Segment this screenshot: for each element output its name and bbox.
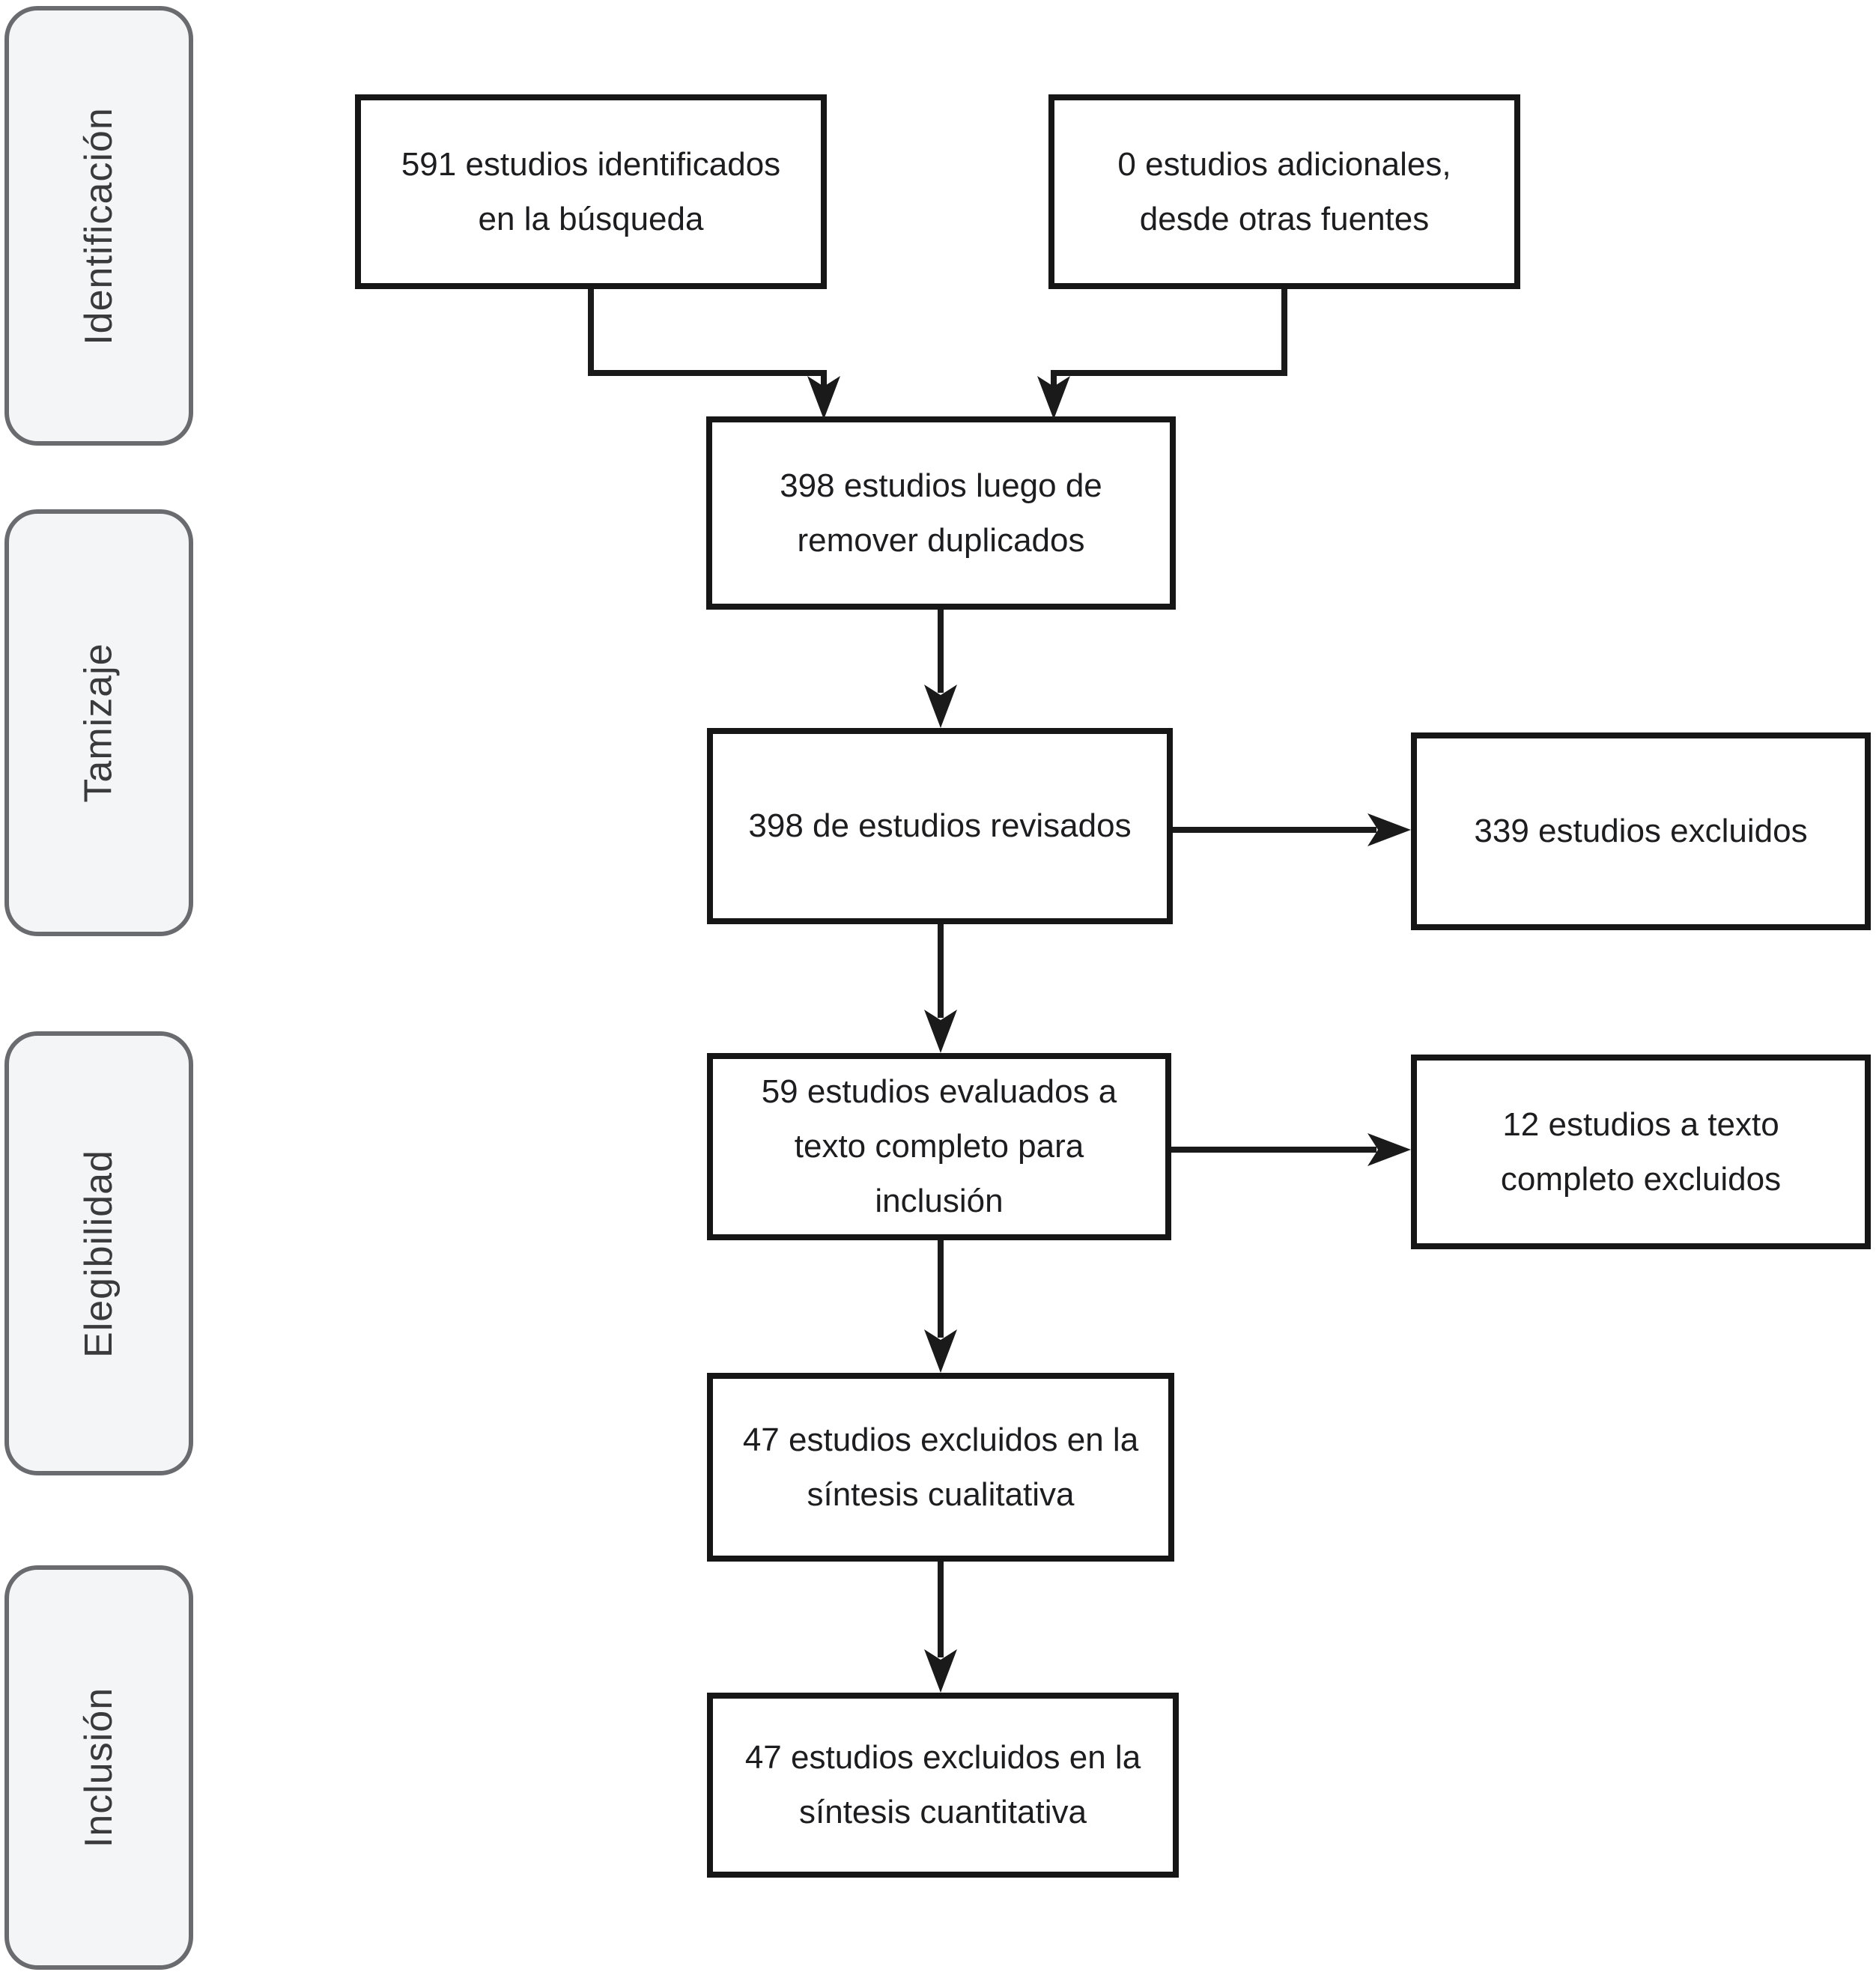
node-text-line: 12 estudios a texto xyxy=(1502,1105,1779,1143)
arrowhead-down-icon xyxy=(807,376,840,419)
node-text-line: texto completo para xyxy=(794,1128,1084,1165)
node-text-line: 59 estudios evaluados a xyxy=(761,1073,1117,1110)
stage-label: Identificación xyxy=(77,106,121,345)
arrowhead-down-icon xyxy=(1037,376,1070,419)
connector-line xyxy=(1051,370,1287,376)
node-screened: 398 de estudios revisados xyxy=(707,728,1173,924)
connector-line xyxy=(938,924,944,1018)
connector-line xyxy=(1173,827,1376,833)
node-text-line: 47 estudios excluidos en la xyxy=(742,1421,1139,1458)
arrowhead-down-icon xyxy=(924,1649,957,1693)
node-text-line: en la búsqueda xyxy=(478,200,704,237)
node-text-line: completo excluidos xyxy=(1500,1160,1782,1198)
node-text-line: remover duplicados xyxy=(797,521,1085,559)
node-text-line: 398 de estudios revisados xyxy=(748,807,1132,844)
connector-line xyxy=(938,1240,944,1338)
arrowhead-down-icon xyxy=(924,685,957,728)
node-after-duplicates: 398 estudios luego de remover duplicados xyxy=(706,416,1176,610)
node-text-line: 0 estudios adicionales, xyxy=(1117,145,1451,183)
arrowhead-down-icon xyxy=(924,1010,957,1053)
node-quantitative-synthesis: 47 estudios excluidos en la síntesis cua… xyxy=(707,1693,1179,1878)
node-text-line: 398 estudios luego de xyxy=(780,467,1102,504)
connector-line xyxy=(1051,376,1057,393)
stage-box-inclusion: Inclusión xyxy=(4,1565,193,1970)
stage-label: Tamizaje xyxy=(77,643,121,803)
stage-label: Inclusión xyxy=(76,1687,121,1848)
node-identified: 591 estudios identificados en la búsqued… xyxy=(355,94,827,289)
node-excluded-screening: 339 estudios excluidos xyxy=(1411,732,1871,930)
connector-line xyxy=(1171,1147,1376,1153)
stage-box-tamizaje: Tamizaje xyxy=(4,509,193,936)
node-text-line: síntesis cualitativa xyxy=(807,1475,1075,1513)
node-text-line: 47 estudios excluidos en la xyxy=(744,1739,1141,1776)
stage-box-elegibilidad: Elegibilidad xyxy=(4,1031,193,1475)
node-text-line: 591 estudios identificados xyxy=(401,145,781,183)
connector-line xyxy=(938,610,944,693)
stage-label: Elegibilidad xyxy=(77,1149,121,1358)
connector-line xyxy=(821,376,827,393)
node-fulltext-assessed: 59 estudios evaluados a texto completo p… xyxy=(707,1053,1171,1240)
node-text-line: inclusión xyxy=(875,1183,1004,1219)
arrowhead-right-icon xyxy=(1367,813,1411,846)
stage-box-identificacion: Identificación xyxy=(4,6,193,446)
connector-line xyxy=(588,289,594,376)
node-additional-sources: 0 estudios adicionales, desde otras fuen… xyxy=(1048,94,1520,289)
connector-line xyxy=(938,1562,944,1657)
node-fulltext-excluded: 12 estudios a texto completo excluidos xyxy=(1411,1055,1871,1249)
node-text-line: síntesis cuantitativa xyxy=(799,1794,1087,1830)
arrowhead-right-icon xyxy=(1367,1133,1411,1166)
connector-line xyxy=(588,370,827,376)
connector-line xyxy=(1281,289,1287,376)
node-qualitative-synthesis: 47 estudios excluidos en la síntesis cua… xyxy=(707,1373,1174,1562)
arrowhead-down-icon xyxy=(924,1329,957,1373)
node-text-line: 339 estudios excluidos xyxy=(1474,813,1808,849)
node-text-line: desde otras fuentes xyxy=(1139,200,1430,237)
